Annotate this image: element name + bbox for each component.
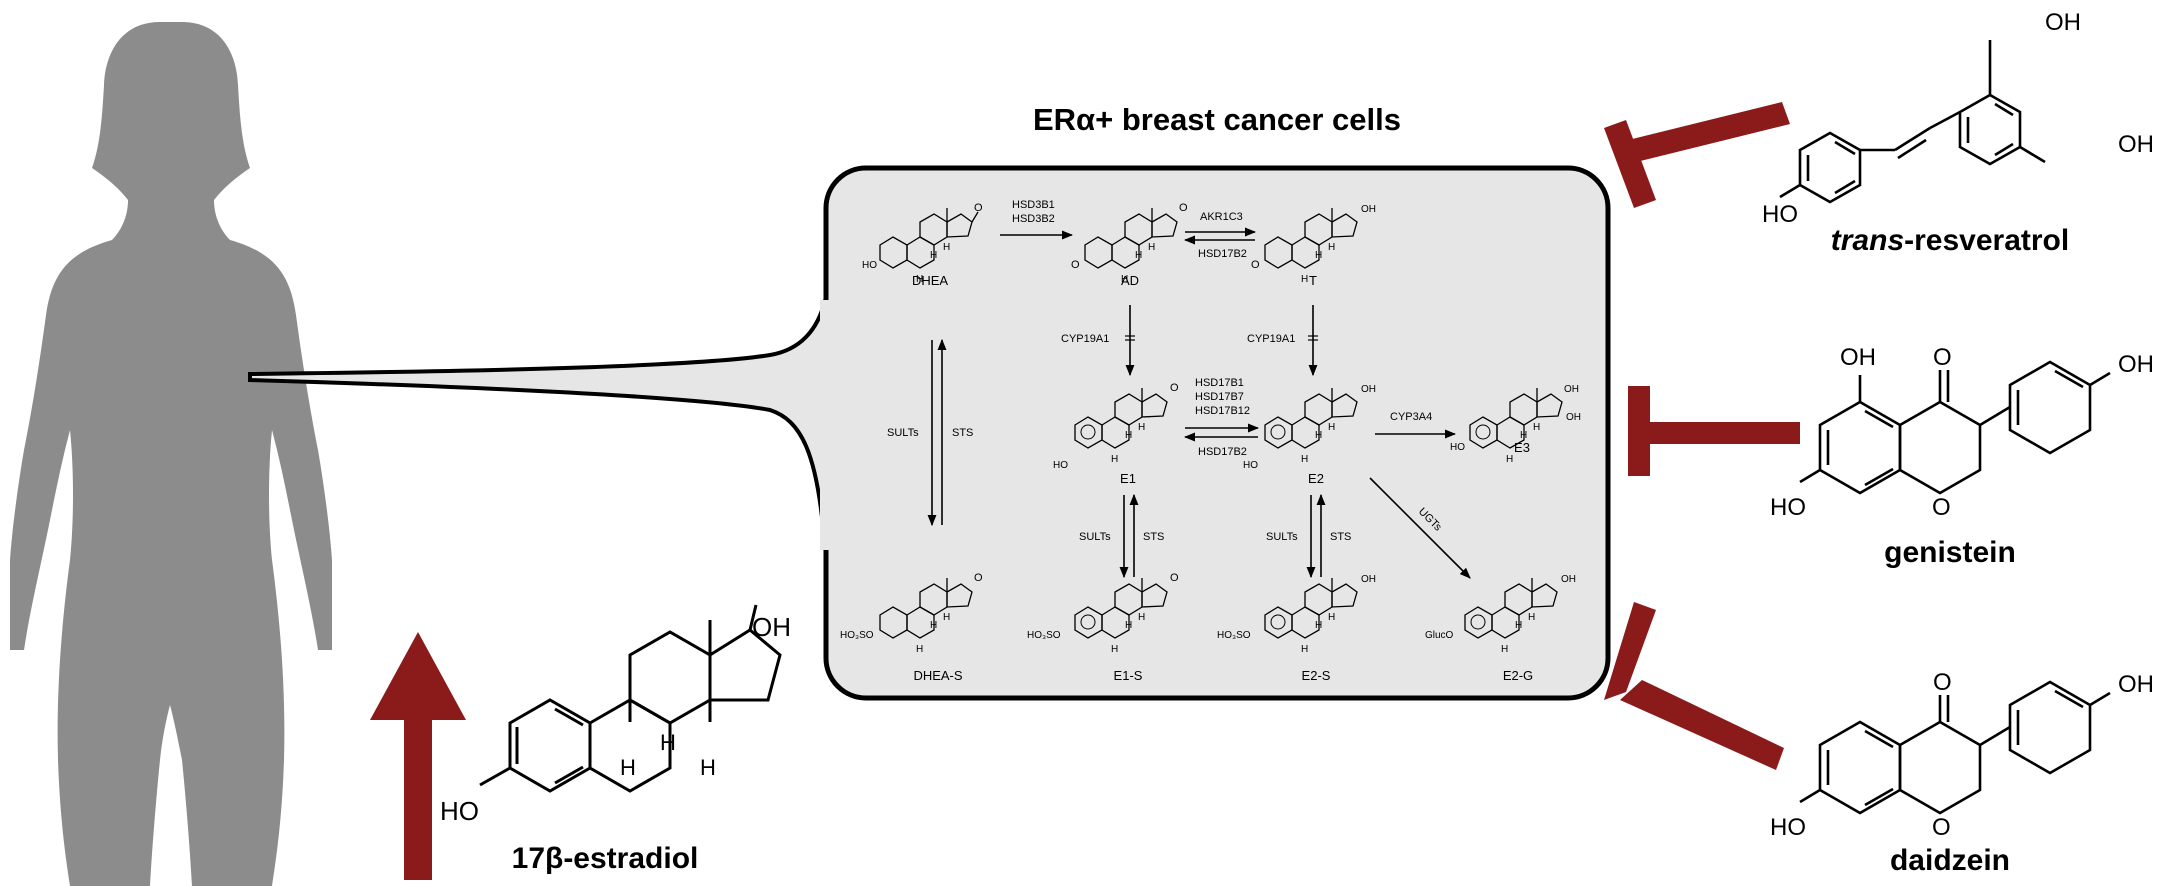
- inhibition-genistein: [1628, 386, 1800, 476]
- dhea-s-structure: O HO₃SO: [840, 572, 983, 656]
- enzyme-sults-e1: SULTs: [1079, 531, 1111, 543]
- resveratrol-structure: [1779, 40, 2046, 204]
- enzyme-hsd17b7: HSD17B7: [1195, 391, 1244, 403]
- enzyme-hsd3b2: HSD3B2: [1012, 213, 1055, 225]
- enzyme-hsd17b12: HSD17B12: [1195, 405, 1250, 417]
- panel-title: ERα+ breast cancer cells: [1033, 102, 1401, 137]
- resveratrol-ho: HO: [1762, 201, 1798, 228]
- enzyme-hsd17b2-mid: HSD17B2: [1198, 446, 1247, 458]
- svg-text:HO₃SO: HO₃SO: [1217, 630, 1251, 641]
- inhibition-resveratrol: [1604, 102, 1790, 208]
- callout-pointer: [248, 299, 827, 551]
- estradiol-structure: [479, 604, 782, 793]
- resveratrol-oh-right: OH: [2118, 131, 2154, 158]
- daidzein-structure: [1799, 680, 2111, 815]
- svg-text:HO: HO: [1053, 460, 1068, 471]
- enzyme-sts-e1: STS: [1143, 531, 1164, 543]
- label-e3: E3: [1514, 440, 1530, 455]
- svg-text:O: O: [1170, 572, 1179, 584]
- genistein-structure: [1799, 360, 2111, 495]
- svg-text:OH: OH: [1361, 204, 1376, 215]
- e2-structure: OH HO: [1243, 384, 1376, 471]
- e3-structure: OH OH HO: [1450, 384, 1581, 466]
- svg-text:O: O: [1170, 382, 1179, 394]
- enzyme-cyp3a4: CYP3A4: [1390, 411, 1432, 423]
- estradiol-ho: HO: [440, 796, 479, 826]
- estradiol-name: 17β-estradiol: [512, 842, 699, 875]
- svg-text:HO: HO: [1243, 460, 1258, 471]
- enzyme-hsd17b2-top: HSD17B2: [1198, 248, 1247, 260]
- label-e2-s: E2-S: [1302, 668, 1331, 683]
- svg-text:O: O: [1251, 259, 1260, 271]
- label-dhea-s: DHEA-S: [913, 668, 962, 683]
- inhibition-daidzein: [1604, 602, 1784, 770]
- genistein-ho: HO: [1770, 494, 1806, 521]
- enzyme-sts-e2: STS: [1330, 531, 1351, 543]
- svg-text:HO₃SO: HO₃SO: [1027, 630, 1061, 641]
- enzyme-cyp19a1-right: CYP19A1: [1247, 333, 1295, 345]
- e2-g-structure: OH GlucO: [1425, 574, 1576, 656]
- arrow-e2-e2g: [1369, 477, 1471, 579]
- label-e2: E2: [1308, 471, 1324, 486]
- enzyme-sults-left: SULTs: [887, 427, 919, 439]
- enzyme-sults-e2: SULTs: [1266, 531, 1298, 543]
- enzyme-sts-left: STS: [952, 427, 973, 439]
- svg-text:HO: HO: [862, 260, 877, 271]
- estradiol-h3: H: [700, 755, 716, 780]
- svg-text:O: O: [1179, 202, 1188, 214]
- label-dhea: DHEA: [912, 273, 948, 288]
- label-ad: AD: [1121, 273, 1139, 288]
- genistein-ring-o: O: [1932, 494, 1951, 521]
- svg-text:HO: HO: [1450, 442, 1465, 453]
- svg-text:OH: OH: [1361, 384, 1376, 395]
- dhea-structure: O HO: [862, 202, 983, 286]
- estradiol-oh: OH: [752, 612, 791, 642]
- svg-text:OH: OH: [1361, 574, 1376, 585]
- ad-structure: O O: [1071, 202, 1188, 286]
- t-structure: OH O: [1251, 204, 1376, 286]
- estradiol-h1: H: [660, 730, 676, 755]
- label-e1: E1: [1120, 471, 1136, 486]
- e1-structure: O HO: [1053, 382, 1179, 471]
- daidzein-o: O: [1933, 669, 1952, 696]
- label-e1-s: E1-S: [1114, 668, 1143, 683]
- e1-s-structure: O HO₃SO: [1027, 572, 1179, 656]
- genistein-o: O: [1933, 344, 1952, 371]
- svg-text:GlucO: GlucO: [1425, 630, 1454, 641]
- daidzein-ho: HO: [1770, 814, 1806, 841]
- genistein-oh-right: OH: [2118, 351, 2154, 378]
- daidzein-name: daidzein: [1890, 844, 2010, 877]
- svg-text:O: O: [1071, 259, 1080, 271]
- increase-arrow: [370, 632, 466, 880]
- svg-text:HO₃SO: HO₃SO: [840, 630, 874, 641]
- svg-text:OH: OH: [1561, 574, 1576, 585]
- genistein-name: genistein: [1884, 536, 2016, 569]
- daidzein-ring-o: O: [1932, 814, 1951, 841]
- svg-text:OH: OH: [1566, 412, 1581, 423]
- enzyme-hsd17b1: HSD17B1: [1195, 377, 1244, 389]
- enzyme-hsd3b1: HSD3B1: [1012, 199, 1055, 211]
- e2-s-structure: OH HO₃SO: [1217, 574, 1376, 656]
- svg-text:O: O: [974, 202, 983, 214]
- genistein-oh-top: OH: [1840, 344, 1876, 371]
- svg-text:OH: OH: [1564, 384, 1579, 395]
- resveratrol-name: trans-resveratrol: [1831, 224, 2069, 257]
- resveratrol-oh-top: OH: [2045, 9, 2081, 36]
- label-t: T: [1309, 273, 1317, 288]
- enzyme-cyp19a1-left: CYP19A1: [1061, 333, 1109, 345]
- enzyme-akr1c3: AKR1C3: [1200, 211, 1243, 223]
- label-e2-g: E2-G: [1503, 668, 1533, 683]
- woman-silhouette: [10, 22, 332, 886]
- estradiol-h2: H: [620, 755, 636, 780]
- svg-text:O: O: [974, 572, 983, 584]
- daidzein-oh-right: OH: [2118, 671, 2154, 698]
